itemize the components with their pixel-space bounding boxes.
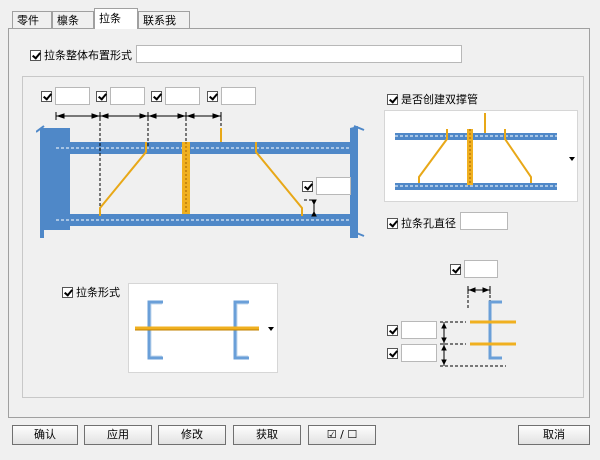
tie-rod-diagonal-left [99,142,147,216]
cancel-button[interactable]: 取消 [518,425,590,445]
chevron-down-icon[interactable] [268,327,274,331]
layout-diagram [36,112,365,238]
parameters-group [22,76,584,398]
layout-label: 拉条整体布置形式 [44,49,132,62]
layout-checkbox[interactable] [30,50,41,61]
toggle-all-button[interactable]: ☑ / ☐ [308,425,376,445]
detail-checkbox-1[interactable] [387,325,398,336]
tab-tie-rod[interactable]: 拉条 [94,8,138,29]
hole-diameter-checkbox[interactable] [387,218,398,229]
fetch-button[interactable]: 获取 [233,425,301,445]
apply-button[interactable]: 应用 [84,425,152,445]
detail-input-2[interactable] [401,344,437,362]
detail-top-checkbox[interactable] [450,264,461,275]
right-column [350,126,358,238]
tab-purlin[interactable]: 檩条 [52,11,94,28]
left-column [40,128,70,238]
chevron-down-icon[interactable] [569,157,575,161]
tab-contact[interactable]: 联系我们 [138,11,190,44]
confirm-button[interactable]: 确认 [12,425,78,445]
tie-rod-diagonal-right [255,142,303,216]
detail-top-input[interactable] [464,260,498,278]
rod-form-preview[interactable] [128,283,278,373]
spacing-input-1[interactable] [55,87,90,105]
double-tube-checkbox[interactable] [387,94,398,105]
spacing-checkbox-1[interactable] [41,91,52,102]
detail-checkbox-2[interactable] [387,348,398,359]
spacing-input-2[interactable] [110,87,145,105]
double-tube-preview[interactable] [384,110,578,202]
layout-input[interactable] [136,45,462,63]
double-tube-label: 是否创建双撑管 [401,93,478,106]
double-tube-diagram [395,113,557,190]
spacing-input-3[interactable] [165,87,200,105]
hole-diameter-input[interactable] [460,212,508,230]
tab-parts[interactable]: 零件 [12,11,52,28]
rod-form-checkbox[interactable] [62,287,73,298]
spacing-checkbox-4[interactable] [207,91,218,102]
hole-diameter-label: 拉条孔直径 [401,217,456,230]
detail-diagram [440,286,516,367]
modify-button[interactable]: 修改 [158,425,226,445]
spacing-checkbox-2[interactable] [96,91,107,102]
rod-form-diagram [135,300,259,360]
spacing-checkbox-3[interactable] [151,91,162,102]
rod-form-label: 拉条形式 [76,286,120,299]
offset-checkbox[interactable] [302,181,313,192]
spacing-input-4[interactable] [221,87,256,105]
detail-input-1[interactable] [401,321,437,339]
offset-input[interactable] [316,177,351,195]
